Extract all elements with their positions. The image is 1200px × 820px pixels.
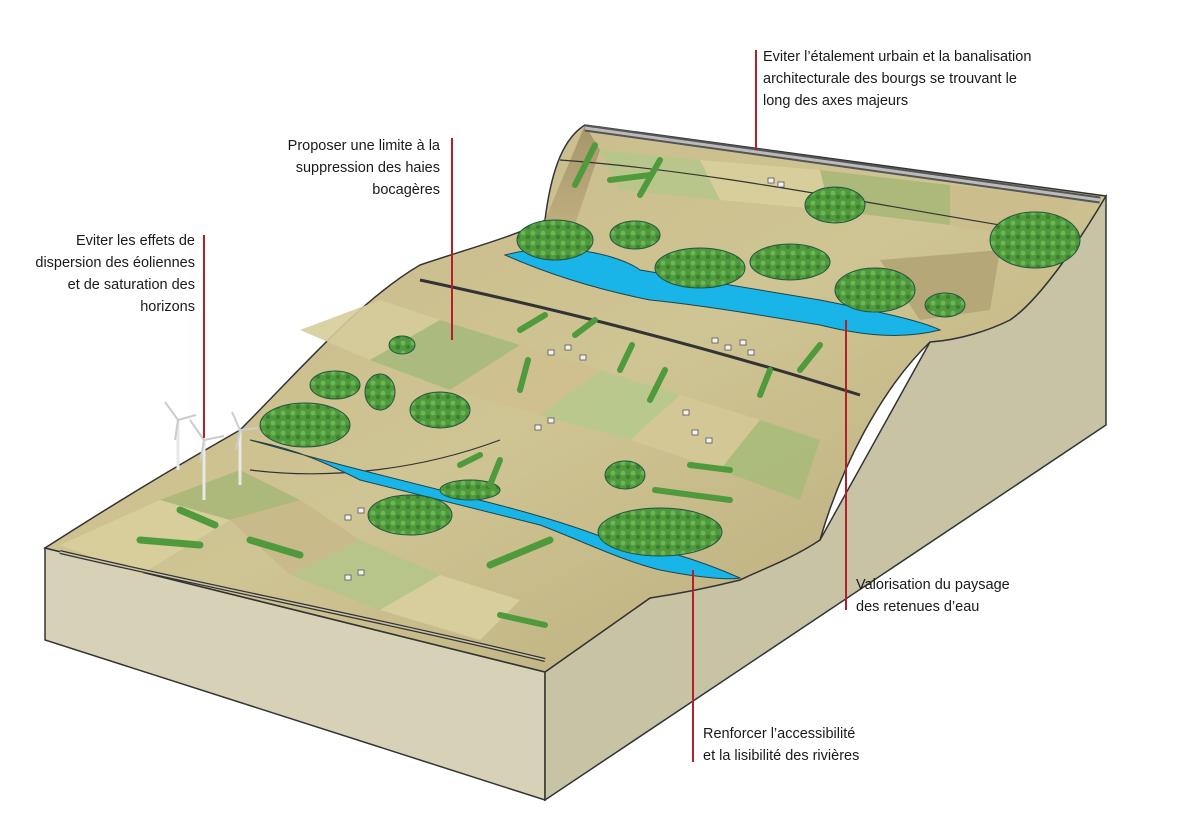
hedgerow — [246, 536, 304, 559]
forest-patch — [409, 391, 471, 429]
forest-patch — [597, 507, 723, 557]
road-rural — [559, 159, 1001, 226]
hedgerow — [486, 536, 554, 569]
road-back-inner — [584, 126, 1101, 202]
forest-patch — [388, 335, 416, 355]
house — [344, 574, 352, 581]
forest-patch — [439, 479, 501, 501]
hedgerow — [497, 612, 548, 628]
annotation-urban: Eviter l’étalement urbain et la banalisa… — [763, 49, 1032, 109]
field — [380, 575, 520, 640]
wind-turbines — [164, 401, 259, 500]
house — [724, 344, 732, 351]
field — [300, 300, 440, 360]
forest-patch — [749, 243, 831, 281]
reservoir-upper — [503, 248, 942, 336]
house — [739, 339, 747, 346]
road-lower — [249, 439, 501, 475]
field — [540, 370, 680, 440]
villages — [344, 177, 785, 581]
house — [564, 344, 572, 351]
hedgerow — [607, 172, 653, 183]
annotation-windfarm: Eviter les effets de dispersion des éoli… — [35, 233, 195, 315]
hedgerow — [517, 357, 531, 393]
house — [705, 437, 713, 444]
leader-lines — [203, 50, 847, 762]
field — [290, 540, 440, 610]
forest-patch — [259, 402, 351, 448]
house — [579, 354, 587, 361]
forest-patch — [367, 494, 453, 536]
house — [534, 424, 542, 431]
forest-patch — [609, 220, 661, 250]
house — [747, 349, 755, 356]
house — [357, 507, 365, 514]
house — [777, 181, 785, 188]
forest-patch — [516, 219, 594, 261]
forests — [136, 142, 1081, 628]
hedgerow — [797, 342, 823, 373]
forest-patch — [364, 373, 396, 411]
forest-patch — [604, 460, 646, 490]
hedgerow — [687, 462, 733, 473]
slope-shadow — [545, 125, 600, 240]
house — [547, 349, 555, 356]
field — [370, 320, 520, 390]
hedgerow — [517, 312, 548, 333]
forest-patch — [924, 292, 966, 318]
house — [547, 417, 555, 424]
road-middle — [419, 278, 861, 397]
wind-turbine — [164, 401, 197, 470]
field — [720, 420, 820, 500]
hedgerow — [617, 342, 635, 373]
hedgerow — [647, 367, 668, 403]
forest-patch — [804, 186, 866, 224]
annotation-rivers: Renforcer l’accessibilité et la lisibili… — [703, 726, 860, 764]
annotation-reservoirs: Valorisation du paysage des retenues d’e… — [856, 577, 1010, 615]
road-front-inner — [59, 551, 546, 661]
hedgerow — [487, 457, 503, 488]
forest-patch — [834, 267, 916, 313]
roads — [59, 124, 1101, 662]
forest-patch — [989, 211, 1081, 269]
hedgerow — [136, 536, 204, 549]
hedgerow — [637, 157, 663, 198]
house — [711, 337, 719, 344]
house — [691, 429, 699, 436]
house — [357, 569, 365, 576]
house — [767, 177, 775, 184]
hedgerow — [652, 487, 733, 503]
hedgerow — [176, 506, 219, 529]
forest-patch — [654, 247, 746, 289]
field — [160, 470, 300, 520]
house — [682, 409, 690, 416]
hedgerow — [572, 142, 598, 188]
field — [880, 250, 1000, 320]
hedgerow — [757, 367, 773, 398]
hedgerow — [572, 317, 598, 338]
wind-turbine — [189, 419, 225, 500]
wind-turbine — [231, 411, 259, 485]
house — [344, 514, 352, 521]
field — [600, 150, 720, 200]
annotation-hedges: Proposer une limite à la suppression des… — [287, 138, 440, 198]
hedgerow — [457, 452, 483, 468]
forest-patch — [309, 370, 361, 400]
